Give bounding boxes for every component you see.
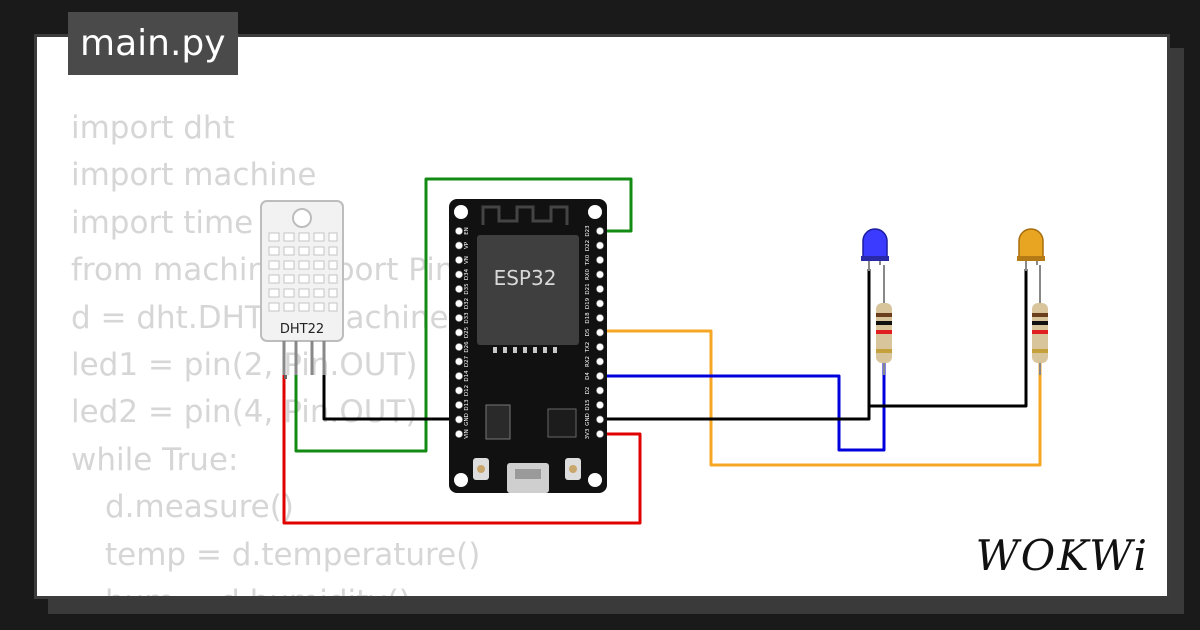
pin-hole[interactable] — [596, 415, 604, 424]
blue-led[interactable] — [861, 228, 889, 271]
pin-label: D15 — [585, 399, 591, 411]
pin-hole[interactable] — [596, 285, 604, 293]
pin-hole[interactable] — [455, 343, 463, 351]
pin-hole[interactable] — [596, 270, 604, 279]
pin-label: D18 — [585, 312, 591, 324]
pin-hole[interactable] — [596, 328, 604, 337]
sensor-label: DHT22 — [280, 322, 324, 337]
pin-hole[interactable] — [455, 256, 463, 264]
pin-label: EN — [464, 227, 470, 235]
pin-hole[interactable] — [596, 314, 604, 322]
pin-hole[interactable] — [455, 357, 463, 366]
code-line: led1 = pin(2, Pin.OUT) — [71, 346, 418, 383]
pin-hole[interactable] — [455, 386, 463, 395]
pin-hole[interactable] — [455, 299, 463, 308]
pin-hole[interactable] — [596, 241, 604, 250]
pin-hole[interactable] — [596, 401, 604, 409]
pin-label: GND — [464, 413, 470, 426]
pin-label: TX2 — [585, 342, 591, 354]
resistor-1[interactable] — [876, 265, 892, 375]
pin-label: D14 — [464, 370, 470, 382]
wokwi-logo: WOKWi — [975, 531, 1149, 580]
pin-hole[interactable] — [455, 285, 463, 293]
pin-label: D27 — [464, 355, 470, 367]
pin-hole[interactable] — [596, 299, 604, 308]
pin-label: D19 — [585, 297, 591, 309]
wire-orange — [601, 329, 1042, 467]
pin-label: D13 — [464, 399, 470, 411]
wire-red — [282, 375, 642, 525]
pin-label: D25 — [464, 326, 470, 338]
pin-hole[interactable] — [596, 227, 604, 235]
pin-label: D12 — [464, 385, 470, 396]
pin-label: VIN — [464, 429, 470, 439]
pin-hole[interactable] — [455, 227, 463, 235]
code-line: d.measure() — [105, 489, 294, 526]
wire-black-gnd — [601, 269, 1028, 421]
wire-blue — [601, 363, 886, 452]
pin-label: RX2 — [585, 356, 591, 367]
pin-label: D26 — [464, 341, 470, 353]
pin-hole[interactable] — [596, 343, 604, 351]
pin-label: D35 — [464, 283, 470, 295]
code-line: led2 = pin(4, Pin.OUT) — [71, 394, 418, 431]
pin-label: D4 — [585, 372, 591, 380]
yellow-led[interactable] — [1017, 228, 1045, 271]
pin-hole[interactable] — [455, 241, 463, 250]
pin-hole[interactable] — [455, 328, 463, 337]
pin-hole[interactable] — [596, 256, 604, 264]
pin-label: TX0 — [585, 254, 591, 266]
resistor-2[interactable] — [1032, 265, 1048, 375]
pin-label: D5 — [585, 328, 591, 336]
code-line: import time — [71, 204, 254, 241]
pin-hole[interactable] — [455, 401, 463, 409]
pin-label: D22 — [585, 240, 591, 251]
esp32-board[interactable]: ESP32 ENVPVND34D35D32D33D25D26D27D14D12D… — [449, 199, 607, 493]
code-line: import dht — [71, 110, 235, 146]
pin-label: D34 — [464, 268, 470, 280]
pin-hole[interactable] — [596, 372, 604, 380]
pin-hole[interactable] — [596, 357, 604, 366]
pin-label: RX0 — [585, 268, 591, 280]
wire-black-sensor — [322, 375, 459, 421]
pin-label: GND — [585, 413, 591, 426]
pin-label: D21 — [585, 283, 591, 294]
code-line: temp = d.temperature() — [105, 536, 481, 573]
pin-label: D33 — [464, 312, 470, 324]
pin-label: VN — [464, 256, 470, 264]
board-label: ESP32 — [494, 266, 557, 290]
pin-label: D32 — [464, 298, 470, 309]
pin-hole[interactable] — [596, 430, 604, 438]
pin-hole[interactable] — [455, 430, 463, 438]
pin-label: D23 — [585, 225, 591, 237]
pin-label: VP — [464, 241, 470, 249]
code-line: hum = d.humidity() — [71, 579, 580, 596]
wire-green — [294, 177, 633, 453]
circuit-diagram: DHT22 ESP32 ENVPVND34D35D32D33D25D26D27D… — [260, 177, 1048, 525]
file-tab[interactable]: main.py — [68, 12, 238, 75]
pin-hole[interactable] — [455, 270, 463, 279]
pin-hole[interactable] — [455, 415, 463, 424]
code-line: import machine — [71, 157, 317, 194]
code-line: while True: — [71, 441, 239, 478]
pin-hole[interactable] — [455, 372, 463, 380]
pin-hole[interactable] — [455, 314, 463, 322]
pin-hole[interactable] — [596, 386, 604, 395]
pin-label: 3V3 — [585, 428, 591, 439]
pin-label: D2 — [585, 387, 591, 395]
dht22-sensor[interactable]: DHT22 — [260, 200, 344, 379]
